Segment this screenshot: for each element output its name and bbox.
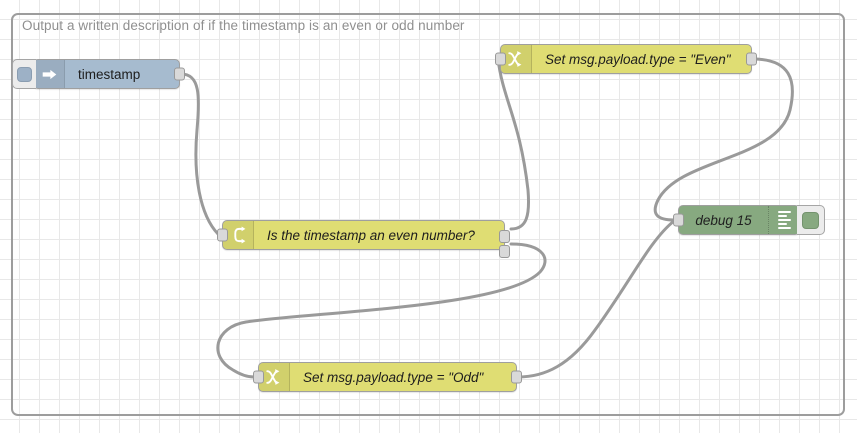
node-debug-15[interactable]: debug 15 bbox=[673, 205, 825, 235]
inject-arrow-icon bbox=[34, 60, 65, 88]
debug-toggle-indicator bbox=[802, 211, 819, 229]
wire-switch-out1-to-change-even[interactable] bbox=[496, 57, 530, 231]
wire-change-odd-to-debug[interactable] bbox=[516, 219, 676, 379]
change-even-input-port[interactable] bbox=[495, 52, 506, 66]
debug-enable-toggle[interactable] bbox=[797, 205, 825, 235]
wire-change-even-to-debug[interactable] bbox=[653, 57, 794, 222]
change-even-output-port[interactable] bbox=[746, 52, 757, 66]
node-group-label: Output a written description of if the t… bbox=[22, 18, 465, 33]
debug-input-port[interactable] bbox=[673, 213, 684, 227]
inject-output-port[interactable] bbox=[174, 67, 185, 81]
node-change-set-even[interactable]: Set msg.payload.type = "Even" bbox=[495, 44, 757, 74]
inject-trigger-button[interactable] bbox=[12, 59, 36, 89]
debug-lines-icon bbox=[769, 206, 799, 234]
node-inject-label: timestamp bbox=[78, 66, 141, 82]
wire-inject-to-switch[interactable] bbox=[179, 72, 220, 236]
node-switch-label: Is the timestamp an even number? bbox=[267, 227, 475, 243]
switch-branch-icon bbox=[223, 221, 254, 249]
switch-input-port[interactable] bbox=[217, 228, 228, 242]
node-change-set-odd[interactable]: Set msg.payload.type = "Odd" bbox=[253, 362, 522, 392]
change-swap-icon bbox=[501, 45, 532, 73]
node-change-even-label: Set msg.payload.type = "Even" bbox=[545, 51, 731, 67]
switch-output-port-2[interactable] bbox=[499, 245, 510, 258]
wire-switch-out2-to-change-odd[interactable] bbox=[216, 242, 547, 379]
change-odd-output-port[interactable] bbox=[511, 370, 522, 384]
node-change-odd-label: Set msg.payload.type = "Odd" bbox=[303, 369, 484, 385]
node-inject-timestamp[interactable]: timestamp bbox=[12, 59, 185, 89]
switch-output-port-1[interactable] bbox=[499, 230, 510, 243]
change-odd-input-port[interactable] bbox=[253, 370, 264, 384]
inject-trigger-icon bbox=[17, 66, 32, 82]
node-switch-even-check[interactable]: Is the timestamp an even number? bbox=[217, 220, 510, 258]
node-debug-label: debug 15 bbox=[679, 206, 769, 234]
change-swap-icon bbox=[259, 363, 290, 391]
